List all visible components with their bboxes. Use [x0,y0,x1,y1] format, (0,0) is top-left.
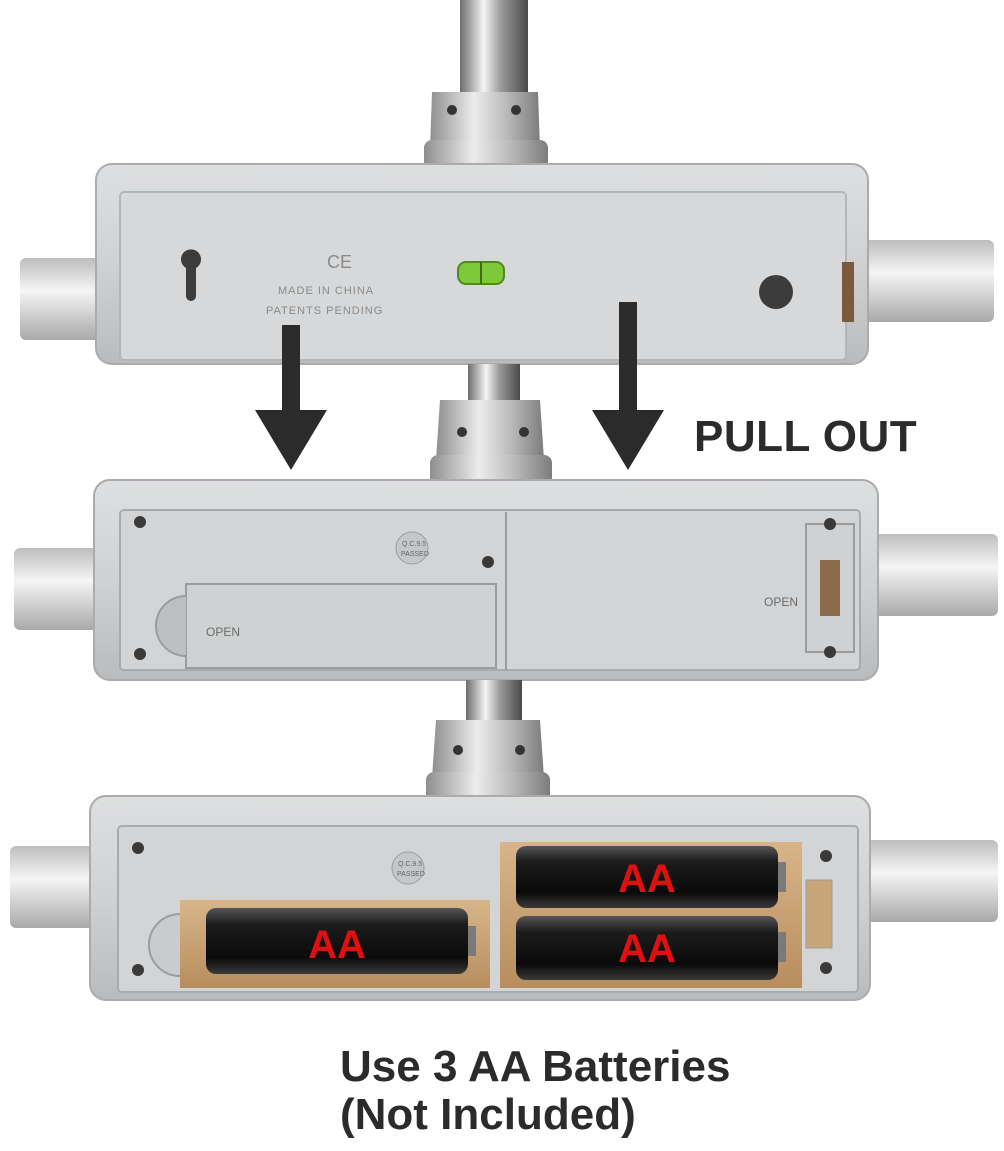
light-head-right [864,840,998,922]
pull-out-arrows [255,302,664,470]
open-label-left: OPEN [206,625,240,639]
battery-door-left [185,583,497,669]
gooseneck-pole [460,0,528,95]
aa-battery-2: AA [516,846,786,908]
battery-label: AA [618,857,676,901]
aa-battery-1: AA [206,908,476,974]
qc-passed-badge [391,851,425,885]
mount-collar [436,400,544,460]
qc-badge-line1: Q.C.9.5 [402,541,426,548]
arrow-right-shaft [619,302,637,414]
arrow-left-shaft [282,325,300,415]
aa-battery-3: AA [516,916,786,980]
keyhole-slot-left [180,249,202,301]
arrow-right-head [592,410,664,470]
qc-badge-line2: PASSED [397,871,425,878]
lamp-unit-batteries-installed: Q.C.9.5 PASSED AA AA AA [10,680,998,1001]
light-head-left [14,548,118,630]
open-label-right: OPEN [764,595,798,609]
battery-caption-line1: Use 3 AA Batteries [340,1042,731,1091]
battery-label: AA [618,927,676,971]
made-in-china-label: MADE IN CHINA [278,285,374,297]
qc-badge-line1: Q.C.9.5 [398,861,422,868]
qc-passed-badge [395,531,429,565]
light-head-right [872,534,998,616]
arrow-left-head [255,410,327,470]
light-head-right [860,240,994,322]
battery-caption-line2: (Not Included) [340,1090,636,1139]
patents-pending-label: PATENTS PENDING [266,305,383,317]
lamp-unit-closed: CE MADE IN CHINA PATENTS PENDING [20,0,994,365]
mount-collar [432,720,544,778]
qc-badge-line2: PASSED [401,551,429,558]
battery-label: AA [308,923,366,967]
light-head-left [10,846,114,928]
ce-mark: CE [327,252,352,272]
pull-out-callout: PULL OUT [694,412,918,461]
keyhole-slot-right [759,275,793,309]
